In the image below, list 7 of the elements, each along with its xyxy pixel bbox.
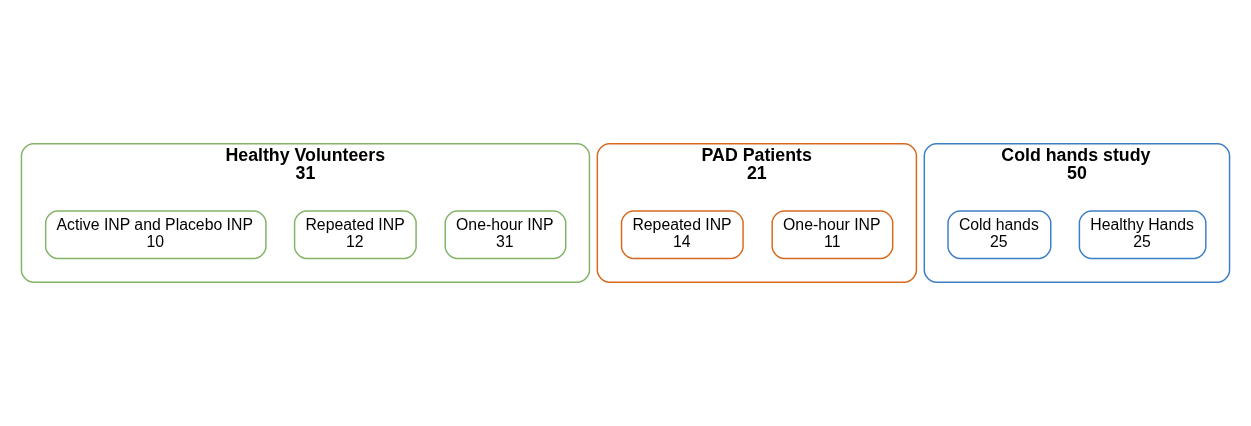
node-box: Healthy Hands 25	[1078, 210, 1207, 260]
node-box: Repeated INP 12	[293, 210, 417, 260]
node-box: Active INP and Placebo INP 10	[44, 210, 267, 260]
node-box: Cold hands 25	[947, 210, 1052, 260]
node-box: Repeated INP 14	[620, 210, 744, 260]
node-box: One-hour INP 11	[771, 210, 894, 260]
node-box: One-hour INP 31	[444, 210, 567, 260]
